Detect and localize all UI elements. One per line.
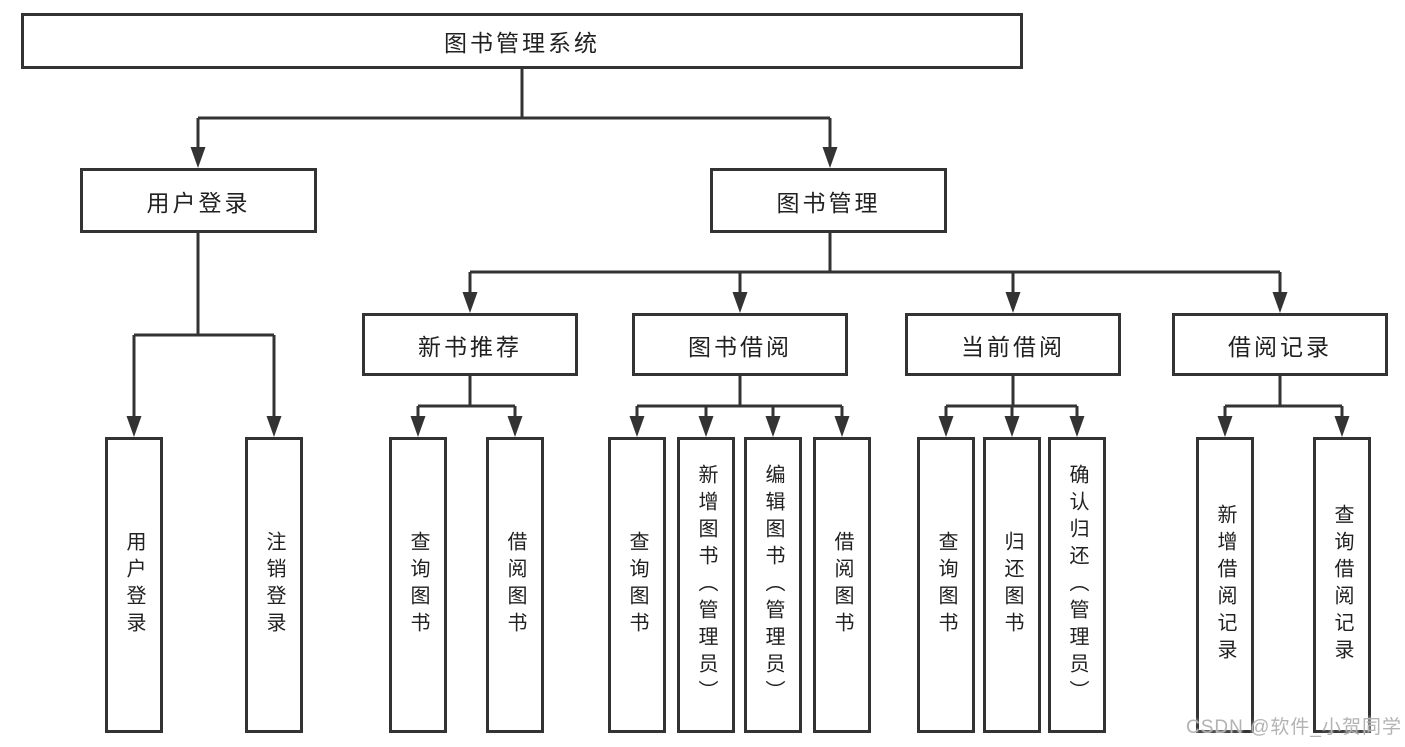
leaf-label: 查询图书 [935, 531, 957, 639]
leaf-label: 新增借阅记录 [1214, 504, 1236, 666]
leaf-label: 用户登录 [123, 531, 145, 639]
leaf-label: 归还图书 [1001, 531, 1023, 639]
node-leaf-edit-book-admin: 编辑图书（管理员） [744, 437, 802, 733]
node-leaf-query-books: 查询图书 [608, 437, 666, 733]
node-leaf-borrow-books: 借阅图书 [813, 437, 871, 733]
node-book-borrowing: 图书借阅 [632, 313, 848, 376]
node-new-book-recommend: 新书推荐 [362, 313, 578, 376]
leaf-label: 新增图书（管理员） [695, 463, 717, 707]
leaf-label: 借阅图书 [831, 531, 853, 639]
leaf-label: 编辑图书（管理员） [762, 463, 784, 707]
leaf-label: 查询图书 [626, 531, 648, 639]
node-user-login: 用户登录 [80, 168, 317, 233]
node-leaf-add-book-admin: 新增图书（管理员） [677, 437, 735, 733]
node-leaf-query-books: 查询图书 [917, 437, 975, 733]
node-root: 图书管理系统 [21, 13, 1023, 69]
leaf-label: 注销登录 [263, 531, 285, 639]
leaf-label: 查询图书 [407, 531, 429, 639]
node-leaf-confirm-return-admin: 确认归还（管理员） [1048, 437, 1106, 733]
leaf-label: 确认归还（管理员） [1066, 463, 1088, 707]
node-leaf-borrow-books: 借阅图书 [486, 437, 544, 733]
node-leaf-add-borrow-record: 新增借阅记录 [1196, 437, 1254, 733]
node-leaf-query-books: 查询图书 [389, 437, 447, 733]
node-leaf-user-login: 用户登录 [105, 437, 163, 733]
leaf-label: 查询借阅记录 [1331, 504, 1353, 666]
watermark: CSDN @软件_小贺同学 [1186, 717, 1402, 738]
node-borrowing-records: 借阅记录 [1172, 313, 1388, 376]
node-leaf-return-books: 归还图书 [983, 437, 1041, 733]
leaf-label: 借阅图书 [504, 531, 526, 639]
node-leaf-query-borrow-record: 查询借阅记录 [1313, 437, 1371, 733]
node-book-management: 图书管理 [710, 168, 947, 233]
node-current-borrowing: 当前借阅 [905, 313, 1121, 376]
node-leaf-logout: 注销登录 [245, 437, 303, 733]
